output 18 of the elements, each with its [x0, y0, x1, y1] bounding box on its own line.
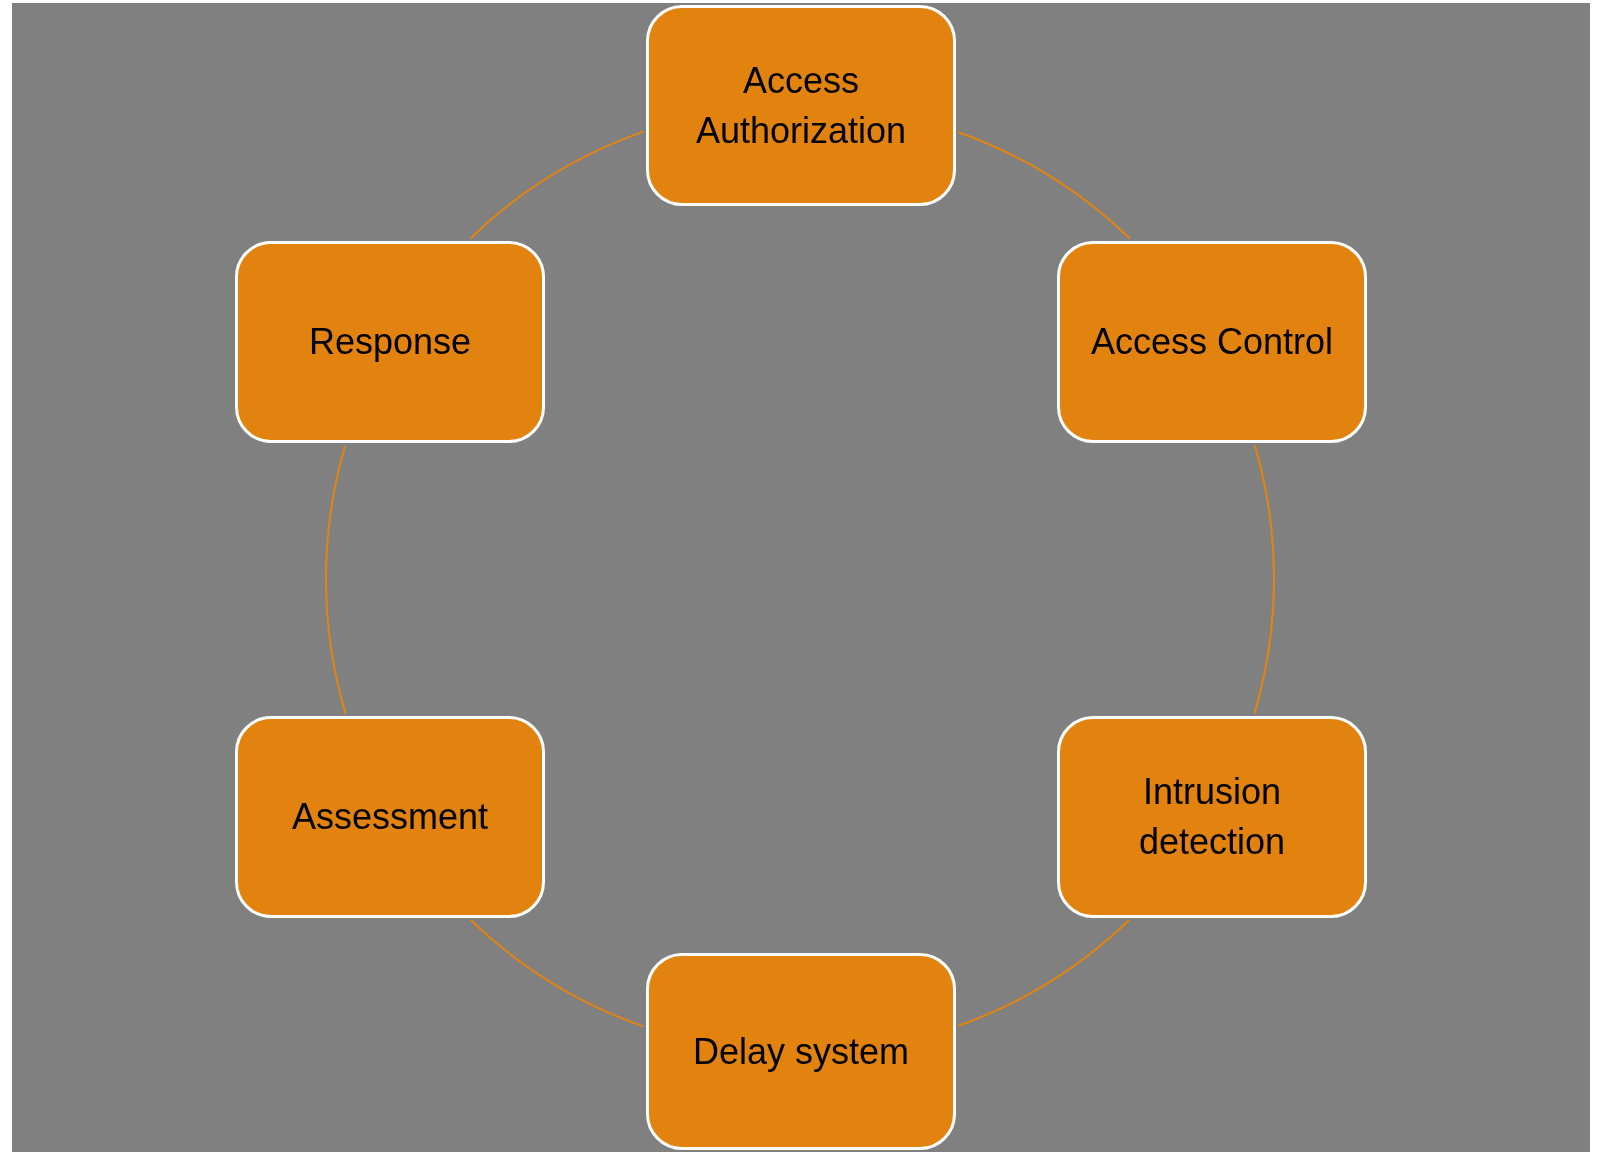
process-box	[1057, 241, 1367, 443]
box-label: Delay system	[692, 1029, 910, 1074]
connector-arc	[957, 131, 1131, 240]
connector-arc	[325, 444, 347, 715]
process-box	[1057, 716, 1367, 918]
connector-arc	[957, 919, 1131, 1027]
box-label: Access Authorization	[694, 58, 908, 153]
connector-arc	[469, 919, 645, 1028]
connector-arc	[1253, 444, 1275, 715]
process-box	[235, 241, 545, 443]
process-box	[646, 953, 956, 1150]
process-box	[235, 716, 545, 918]
box-label: Access Control	[1090, 320, 1334, 364]
process-box	[646, 5, 956, 206]
box-label: Response	[308, 320, 472, 364]
box-label: Intrusion detection	[1137, 770, 1287, 864]
box-label: Assessment	[291, 795, 489, 839]
connector-arc	[469, 130, 645, 240]
